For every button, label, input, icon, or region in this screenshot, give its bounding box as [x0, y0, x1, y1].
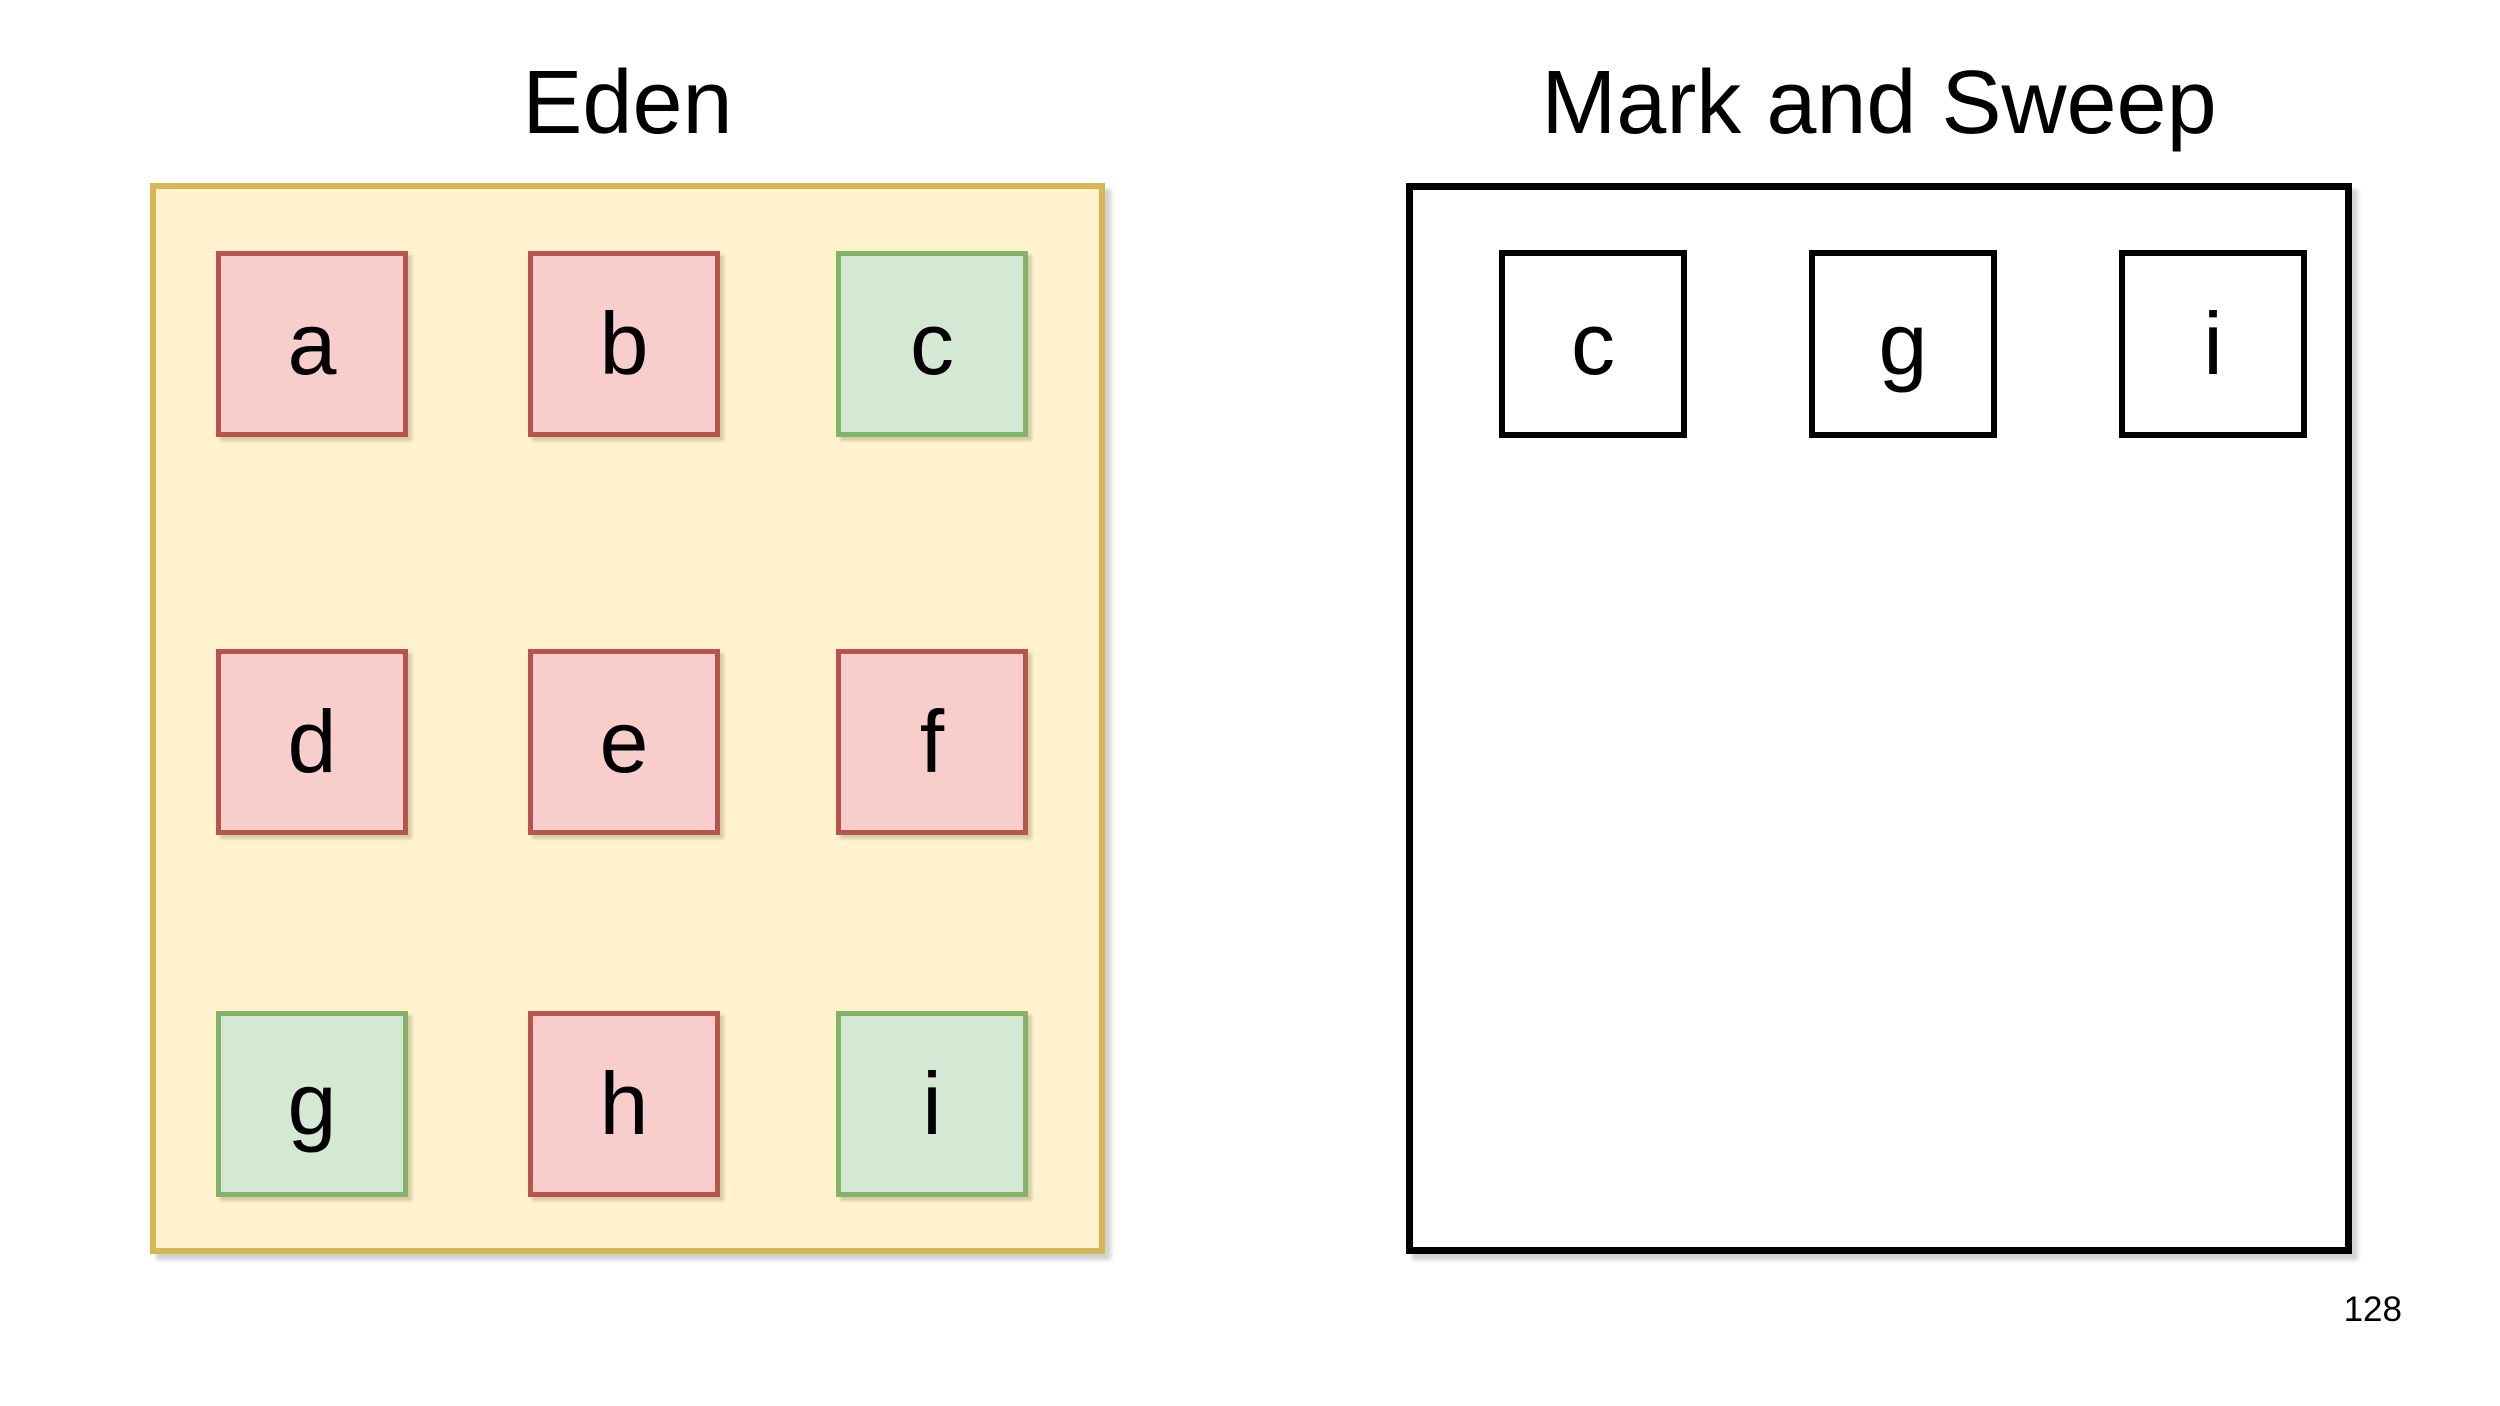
mark-and-sweep-cell-g: g [1809, 250, 1997, 438]
eden-cell-d: d [216, 649, 408, 835]
eden-cell-b: b [528, 251, 720, 437]
eden-cell-g: g [216, 1011, 408, 1197]
eden-heap-region: a b c d e f g h i [150, 183, 1105, 1254]
eden-title: Eden [522, 53, 733, 153]
page-number: 128 [2343, 1290, 2402, 1329]
eden-cell-f: f [836, 649, 1028, 835]
eden-cell-i: i [836, 1011, 1028, 1197]
eden-cell-a: a [216, 251, 408, 437]
eden-cell-e: e [528, 649, 720, 835]
mark-and-sweep-cell-c: c [1499, 250, 1687, 438]
mark-and-sweep-cell-i: i [2119, 250, 2307, 438]
mark-and-sweep-region: c g i [1406, 183, 2352, 1254]
eden-cell-h: h [528, 1011, 720, 1197]
eden-cell-c: c [836, 251, 1028, 437]
mark-and-sweep-title: Mark and Sweep [1541, 53, 2217, 153]
